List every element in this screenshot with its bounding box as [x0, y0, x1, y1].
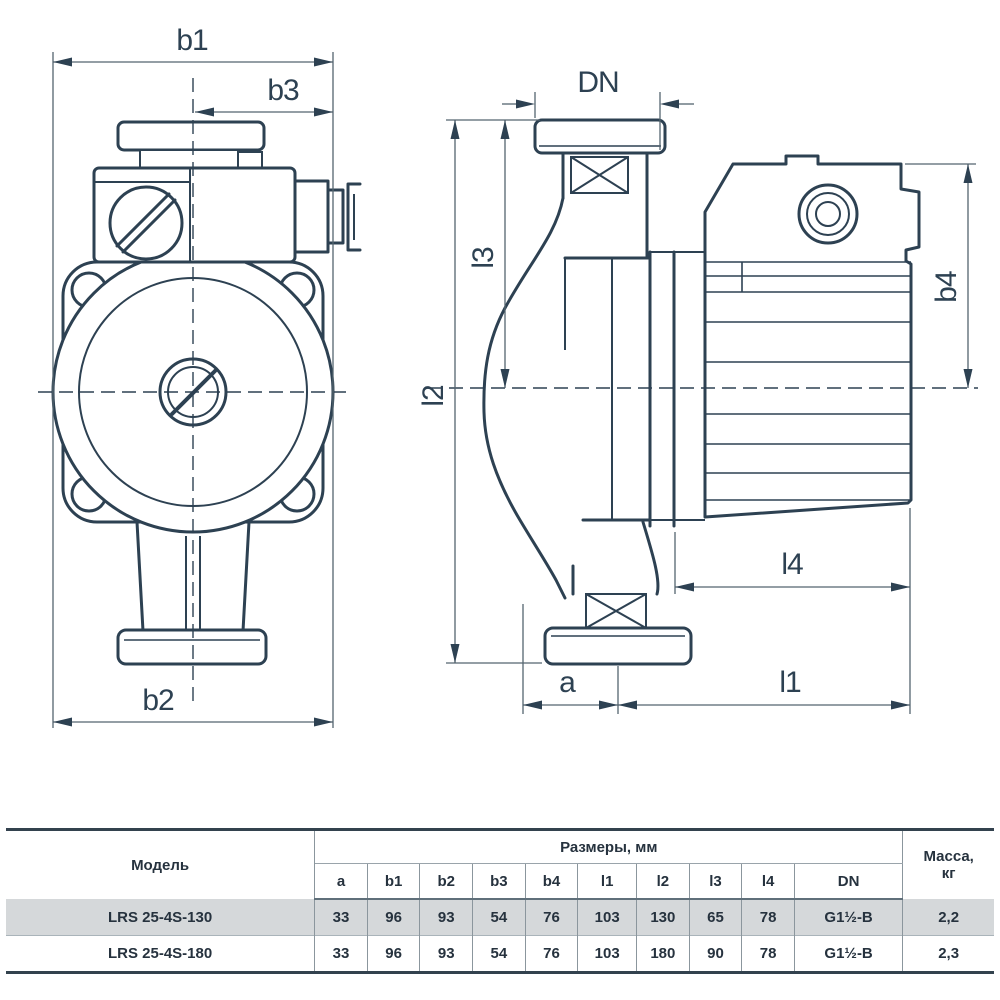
value-l3: 90 [688, 935, 743, 973]
value-mass: 2,2 [902, 899, 994, 936]
volute-body [482, 151, 660, 600]
gasket-symbol-bottom [585, 593, 647, 629]
value-mass: 2,3 [902, 935, 994, 973]
bottom-port-flange [543, 626, 693, 666]
dim-label-b1: b1 [176, 24, 208, 57]
terminal-box [92, 120, 362, 264]
dimensions-header: Размеры, мм [314, 829, 904, 864]
value-a: 33 [314, 899, 368, 936]
col-header-b4: b4 [524, 863, 579, 900]
gasket-symbol-top [570, 156, 629, 194]
table-row: LRS 25-4S-180 33 96 93 54 76 103 180 90 … [6, 935, 994, 973]
value-DN: G1½-B [793, 935, 904, 973]
value-b2: 93 [419, 899, 474, 936]
mass-header: Масса, кг [902, 829, 994, 899]
dim-label-l1: l1 [779, 666, 801, 699]
value-b2: 93 [419, 935, 474, 973]
col-header-DN: DN [793, 863, 903, 900]
value-l1: 103 [577, 899, 638, 936]
value-l4: 78 [741, 935, 795, 973]
value-l2: 180 [636, 935, 690, 973]
value-a: 33 [314, 935, 368, 973]
dim-a: a [522, 604, 619, 714]
value-b3: 54 [472, 935, 526, 973]
dimensions-table: Модель Размеры, мм Масса, кг a b1 b2 b3 … [6, 828, 994, 974]
pump-side-view: DN l3 l2 b4 [417, 66, 978, 714]
col-header-l1: l1 [577, 863, 638, 900]
cable-connector [293, 179, 362, 254]
col-header-a: a [314, 863, 368, 900]
cable-gland [797, 183, 859, 245]
table-row: LRS 25-4S-130 33 96 93 54 76 103 130 65 … [6, 899, 994, 936]
dim-l4: l4 [674, 508, 911, 714]
value-b1: 96 [366, 935, 421, 973]
value-b1: 96 [366, 899, 421, 936]
col-header-l2: l2 [636, 863, 690, 900]
screw-head [108, 185, 184, 261]
dim-l3: l3 [446, 119, 540, 388]
value-l2: 130 [636, 899, 690, 936]
col-header-b3: b3 [472, 863, 526, 900]
dim-label-b2: b2 [142, 684, 174, 717]
dim-label-DN: DN [577, 66, 618, 99]
model-header: Модель [6, 829, 316, 899]
value-b4: 76 [524, 899, 579, 936]
col-header-b1: b1 [366, 863, 421, 900]
model-name: LRS 25-4S-180 [6, 935, 316, 973]
dim-label-l3: l3 [467, 247, 500, 269]
terminal-box-cap [116, 120, 266, 152]
dim-label-b4: b4 [930, 271, 963, 303]
motor-ribs [705, 261, 911, 501]
value-b4: 76 [524, 935, 579, 973]
dim-label-l2: l2 [417, 385, 450, 407]
col-header-l4: l4 [741, 863, 795, 900]
mass-header-line1: Масса, [923, 848, 974, 865]
pump-dimension-drawing: b1 b3 b2 [38, 24, 978, 728]
mounting-flange [648, 250, 705, 528]
dim-label-a: a [559, 666, 576, 699]
value-DN: G1½-B [793, 899, 904, 936]
value-l4: 78 [741, 899, 795, 936]
mass-header-line2: кг [941, 865, 956, 882]
dim-l2: l2 [417, 120, 542, 664]
model-name: LRS 25-4S-130 [6, 899, 316, 936]
dim-b4: b4 [905, 163, 976, 388]
dim-label-b3: b3 [267, 74, 299, 107]
bottom-pipe [116, 520, 268, 666]
pump-front-view: b1 b3 b2 [38, 24, 362, 728]
dim-label-l4: l4 [781, 548, 803, 581]
value-l1: 103 [577, 935, 638, 973]
dim-b2: b2 [53, 684, 333, 727]
col-header-b2: b2 [419, 863, 474, 900]
value-l3: 65 [688, 899, 743, 936]
dim-b1: b1 [52, 24, 334, 728]
col-header-l3: l3 [688, 863, 743, 900]
dim-l1: l1 [618, 666, 910, 710]
dim-DN: DN [502, 66, 694, 150]
bottom-union-nut [116, 628, 268, 666]
dim-b3: b3 [195, 74, 333, 117]
motor-body [703, 154, 921, 519]
value-b3: 54 [472, 899, 526, 936]
top-port-flange [533, 118, 667, 155]
